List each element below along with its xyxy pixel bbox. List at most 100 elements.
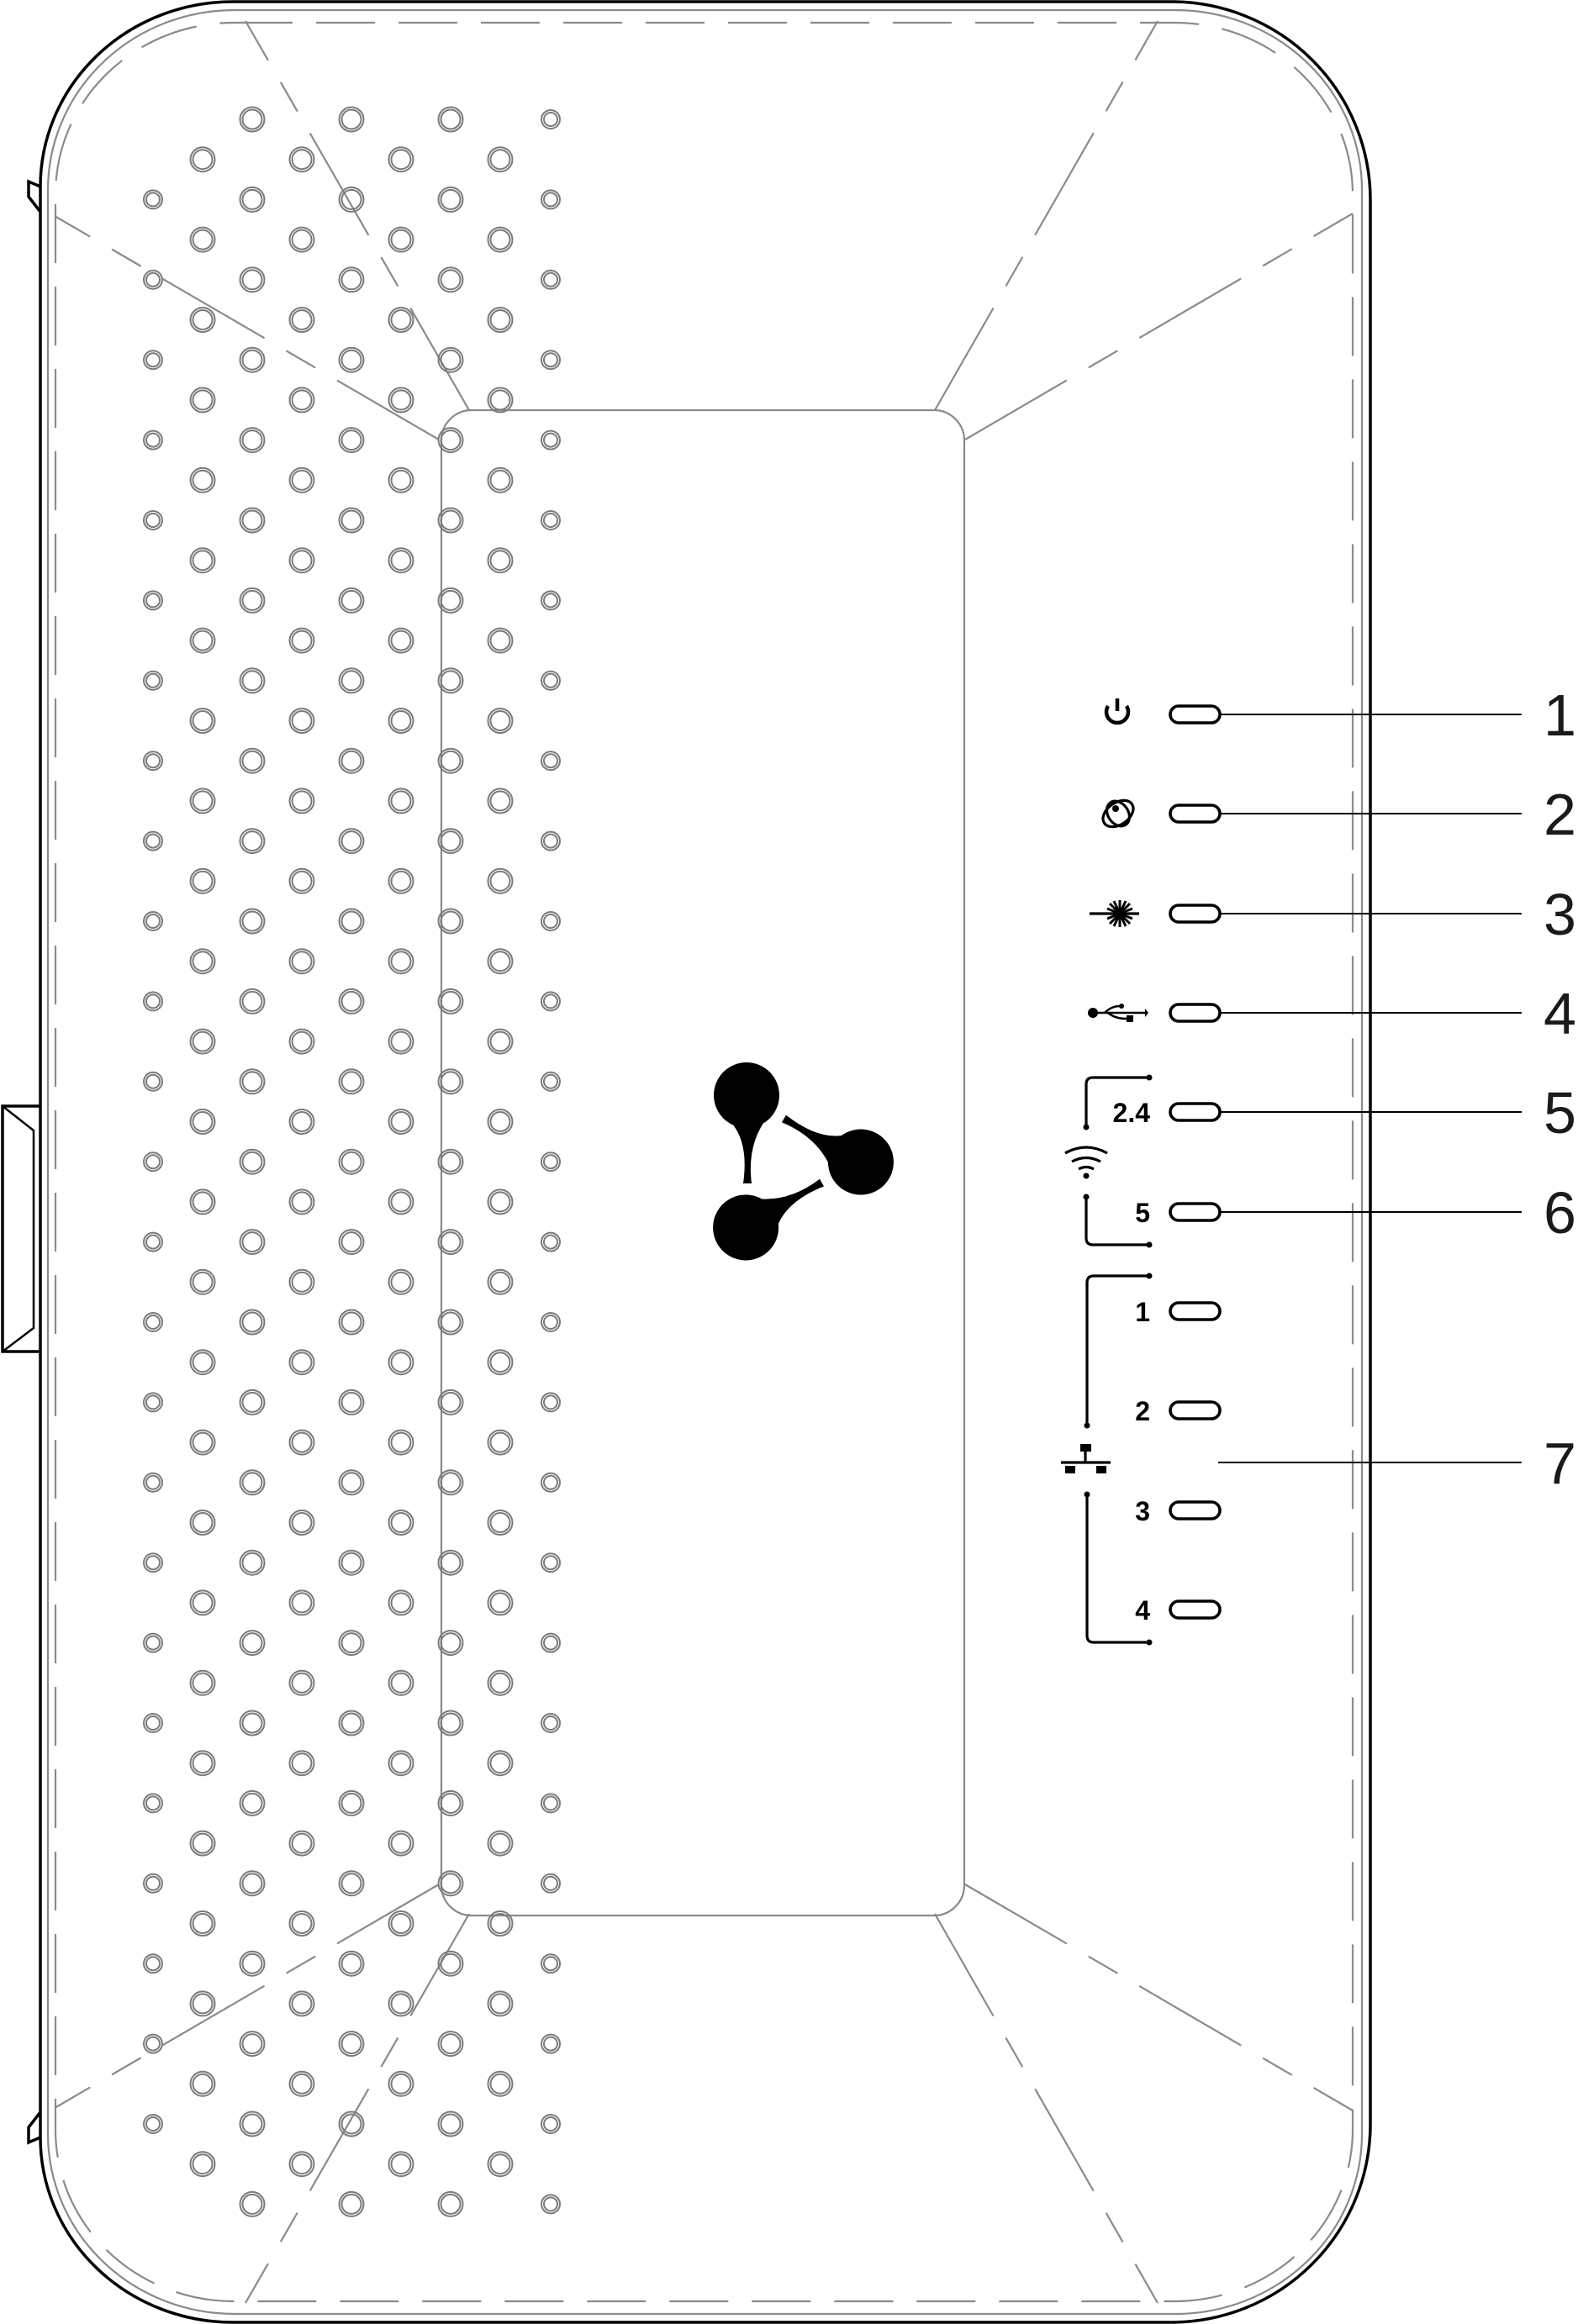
vent-hole <box>541 830 561 851</box>
vent-hole <box>437 427 464 454</box>
callout-6: 6 <box>1544 1180 1576 1246</box>
vent-hole <box>437 1148 464 1175</box>
vent-hole <box>239 1950 266 1977</box>
vent-hole <box>189 788 216 814</box>
vent-hole <box>239 1870 266 1897</box>
vent-hole <box>487 1028 514 1055</box>
lan-port-1-label: 1 <box>1135 1297 1150 1327</box>
vent-hole <box>143 1713 163 1733</box>
vent-hole <box>338 1789 365 1816</box>
vent-hole <box>437 1710 464 1736</box>
vent-hole <box>338 427 365 454</box>
vent-hole <box>288 1429 315 1456</box>
vent-hole <box>338 266 365 293</box>
vent-hole <box>388 1910 414 1937</box>
vent-hole <box>338 1950 365 1977</box>
vent-hole <box>487 867 514 894</box>
vent-hole <box>189 627 216 654</box>
vent-hole <box>437 507 464 534</box>
vent-hole <box>388 788 414 814</box>
led-optical <box>1169 904 1222 924</box>
wifi-bracket <box>1083 1074 1153 1248</box>
vent-hole <box>437 1950 464 1977</box>
vent-hole <box>288 1990 315 2017</box>
vent-hole <box>388 1510 414 1536</box>
vent-hole <box>143 1312 163 1332</box>
vent-hole <box>338 1469 365 1496</box>
vent-hole <box>437 828 464 855</box>
vent-hole <box>189 867 216 894</box>
vent-hole <box>437 186 464 213</box>
vent-hole <box>239 427 266 454</box>
led-wifi-5 <box>1169 1202 1222 1222</box>
vent-hole <box>338 1068 365 1095</box>
vent-hole <box>338 1549 365 1576</box>
vent-hole <box>143 2114 163 2134</box>
vent-hole <box>541 1793 561 1814</box>
vent-hole <box>288 226 315 253</box>
vent-hole <box>541 911 561 931</box>
vent-hole <box>189 1349 216 1376</box>
vent-hole <box>239 1789 266 1816</box>
vent-hole <box>437 667 464 694</box>
vent-hole <box>487 1109 514 1135</box>
led-usb <box>1169 1003 1222 1023</box>
vent-hole <box>487 1589 514 1616</box>
vent-hole <box>143 751 163 772</box>
vent-hole <box>388 226 414 253</box>
callout-7: 7 <box>1544 1431 1576 1496</box>
vent-hole <box>239 828 266 855</box>
vent-hole <box>437 908 464 935</box>
vent-hole <box>487 1349 514 1376</box>
vent-hole <box>487 1188 514 1215</box>
vent-hole <box>437 2111 464 2137</box>
vent-hole <box>487 1910 514 1937</box>
vent-hole <box>338 747 365 774</box>
vent-hole <box>541 189 561 210</box>
internet-globe-icon <box>1101 798 1135 829</box>
vent-hole <box>541 1392 561 1413</box>
vent-hole <box>288 1750 315 1777</box>
vent-hole <box>541 2194 561 2215</box>
vent-hole <box>487 146 514 173</box>
vent-hole <box>288 1268 315 1295</box>
vent-hole <box>388 1990 414 2017</box>
vent-hole <box>338 828 365 855</box>
vent-hole <box>189 1429 216 1456</box>
vent-hole <box>239 2190 266 2217</box>
vent-hole <box>487 1990 514 2017</box>
vent-hole <box>239 747 266 774</box>
vent-hole <box>541 1472 561 1493</box>
ethernet-icon <box>1061 1444 1111 1473</box>
vent-hole <box>388 547 414 574</box>
vent-hole <box>239 1630 266 1657</box>
vent-hole <box>189 708 216 734</box>
vent-hole <box>143 911 163 931</box>
led-indicators <box>1169 704 1222 1620</box>
vent-hole <box>338 2031 365 2058</box>
vent-hole <box>437 346 464 373</box>
vent-hole <box>388 2070 414 2097</box>
vent-hole <box>143 1231 163 1252</box>
vent-hole <box>437 2190 464 2217</box>
vent-hole <box>189 2151 216 2178</box>
vent-hole <box>541 1231 561 1252</box>
vent-hole <box>288 948 315 975</box>
vent-hole <box>239 1549 266 1576</box>
vent-hole <box>239 346 266 373</box>
vent-hole <box>143 991 163 1012</box>
vent-hole <box>338 507 365 534</box>
vent-hole <box>541 1953 561 1974</box>
led-lan-2 <box>1169 1400 1222 1420</box>
vent-hole <box>189 1109 216 1135</box>
vent-hole <box>541 510 561 530</box>
vent-hole <box>437 747 464 774</box>
vent-hole <box>487 226 514 253</box>
callout-1: 1 <box>1544 682 1576 748</box>
vent-hole <box>437 266 464 293</box>
vent-hole <box>388 1268 414 1295</box>
usb-icon <box>1088 1004 1148 1022</box>
vent-hole <box>541 1632 561 1653</box>
vent-hole <box>338 2111 365 2137</box>
